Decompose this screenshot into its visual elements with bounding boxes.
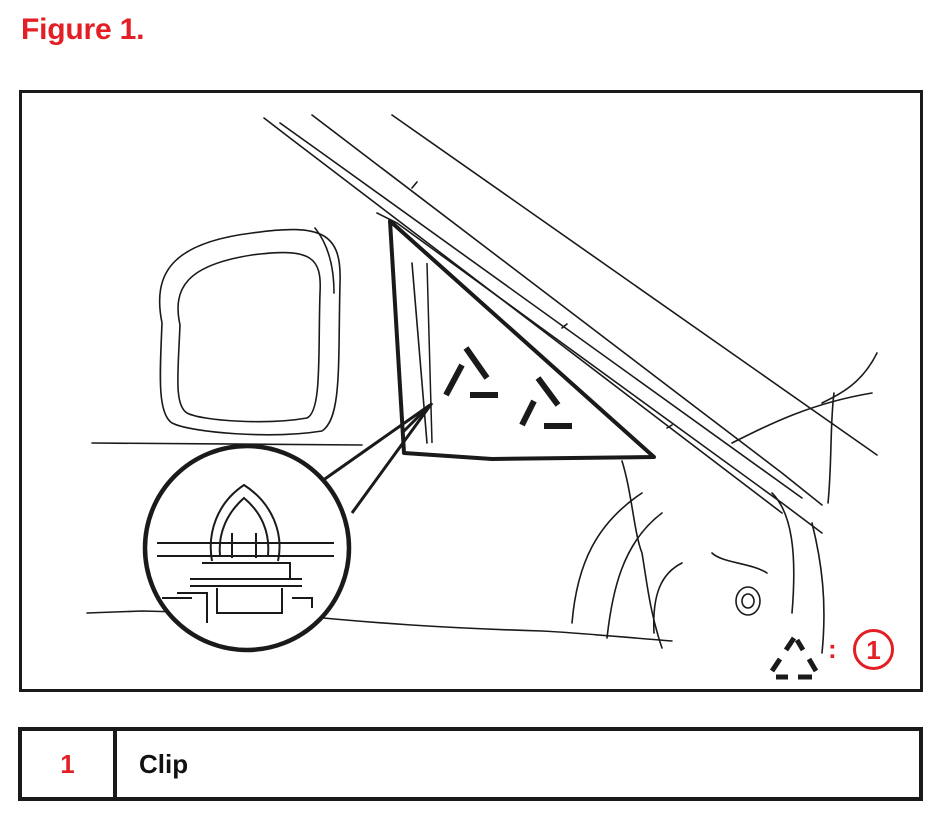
illustration-frame: : 1 — [19, 90, 923, 692]
car-pillar-illustration — [86, 114, 878, 680]
callout-number: 1 — [866, 634, 881, 665]
body-hole — [735, 586, 761, 616]
clip-detail-drawing — [157, 483, 334, 623]
pillar-garnish-panel — [388, 219, 656, 461]
dashed-triangle-icon — [769, 636, 819, 680]
legend-row-description: Clip — [139, 748, 189, 779]
legend-table: 1 Clip — [18, 727, 923, 801]
figure-title: Figure 1. — [21, 13, 145, 46]
pillar-outer-line — [263, 117, 783, 514]
callout-separator: : — [828, 634, 837, 664]
detail-magnifier — [142, 443, 352, 653]
callout-number-badge: 1 — [853, 629, 894, 670]
side-mirror-outline — [158, 228, 341, 436]
clip-location-marks — [443, 346, 572, 429]
legend-row-number: 1 — [22, 731, 117, 797]
